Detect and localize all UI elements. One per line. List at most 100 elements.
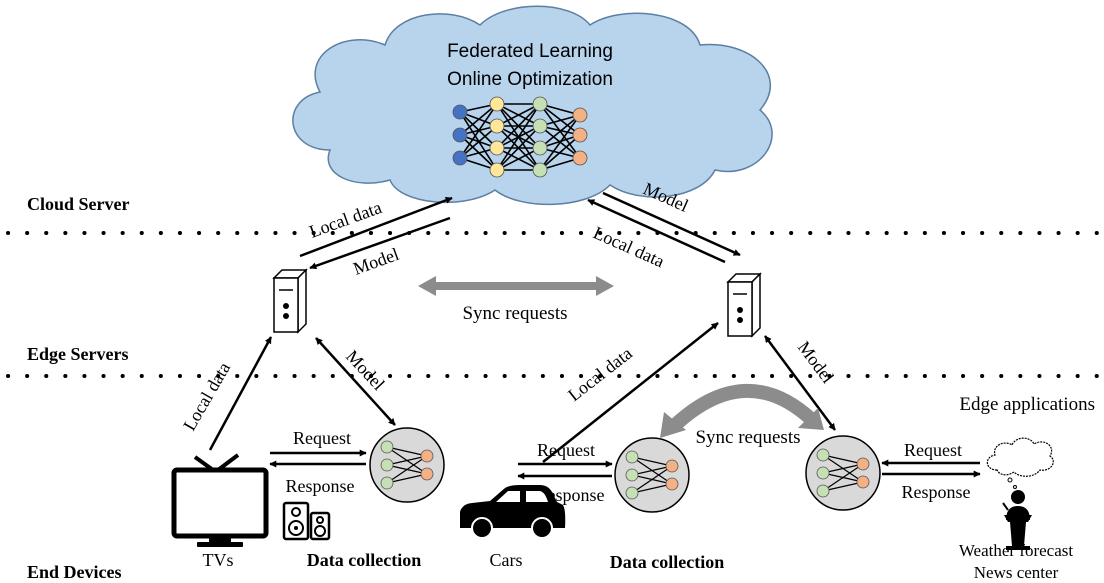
label-model-4: Model	[794, 337, 838, 387]
nn-node	[572, 127, 588, 143]
nn-node	[665, 477, 679, 491]
edge-node-neural-network	[816, 448, 870, 498]
nn-node	[489, 162, 505, 178]
nn-edge	[631, 483, 673, 494]
nn-edge	[386, 455, 428, 466]
cloud-shape	[292, 5, 773, 206]
nn-node	[625, 468, 639, 482]
nn-edge	[496, 103, 541, 149]
nn-node	[452, 104, 468, 120]
nn-edge	[496, 125, 541, 171]
label-data-collection-2: Data collection	[610, 552, 724, 572]
nn-edge	[539, 114, 581, 149]
nn-node	[532, 96, 548, 112]
label-news-center: News center	[974, 563, 1059, 582]
nn-edge	[539, 114, 581, 171]
nn-edge	[496, 147, 541, 171]
edge-node-circle-3	[805, 435, 881, 511]
nn-edge	[631, 465, 673, 476]
nn-node	[625, 450, 639, 464]
label-cars: Cars	[490, 550, 523, 570]
nn-node	[572, 150, 588, 166]
nn-edge	[496, 103, 541, 171]
label-request-3: Request	[904, 440, 962, 460]
label-edge-applications: Edge applications	[959, 394, 1095, 415]
arrow-model-left-down	[309, 216, 451, 270]
nn-node	[532, 140, 548, 156]
speakers-icon	[282, 501, 331, 541]
tier-label-end-devices: End Devices	[27, 562, 122, 582]
nn-edge	[822, 481, 864, 492]
arrow-local-data-left-up	[299, 196, 453, 258]
nn-node	[452, 150, 468, 166]
arrow-model-right-down	[602, 191, 741, 257]
sync-arrow-edge	[418, 276, 614, 296]
nn-node	[380, 476, 394, 490]
arrow-local-data-right-up	[587, 198, 726, 264]
arrow-local-data-middle-up	[542, 322, 719, 463]
nn-edge	[459, 103, 498, 136]
edge-node-neural-network	[380, 440, 434, 490]
nn-node	[452, 127, 468, 143]
nn-edge	[386, 446, 428, 457]
label-data-collection-1: Data collection	[307, 550, 421, 570]
arrow-model-left-node	[315, 337, 396, 426]
arrow-model-right-node	[763, 335, 837, 431]
tv-icon	[171, 453, 269, 547]
nn-node	[625, 486, 639, 500]
nn-edge	[386, 455, 428, 484]
nn-node	[532, 162, 548, 178]
label-model-1: Model	[351, 244, 402, 279]
arrow-local-data-tv-up	[208, 336, 273, 451]
nn-node	[856, 457, 870, 471]
news-presenter-icon	[1002, 490, 1032, 550]
nn-edge	[459, 125, 498, 159]
nn-edge	[631, 465, 673, 494]
nn-node	[532, 118, 548, 134]
speech-cloud-icon	[986, 437, 1054, 489]
nn-node	[489, 140, 505, 156]
label-response-1: Response	[286, 476, 355, 496]
edge-server-left	[272, 268, 308, 334]
nn-edge	[496, 103, 541, 127]
nn-edge	[539, 134, 581, 171]
nn-node	[572, 107, 588, 123]
nn-edge	[822, 454, 864, 465]
label-local-data-1: Local data	[307, 197, 385, 242]
nn-node	[816, 466, 830, 480]
nn-edge	[459, 103, 498, 159]
nn-node	[420, 449, 434, 463]
nn-node	[816, 484, 830, 498]
tier-label-edge-servers: Edge Servers	[27, 344, 128, 364]
nn-edge	[386, 473, 428, 484]
nn-node	[489, 118, 505, 134]
label-request-1: Request	[293, 428, 351, 448]
label-sync-requests-edge: Sync requests	[462, 303, 567, 324]
car-icon	[460, 485, 566, 539]
nn-node	[489, 96, 505, 112]
label-weather-forecast: Weather forecast	[959, 541, 1074, 560]
edge-node-neural-network	[625, 450, 679, 500]
nn-node	[380, 440, 394, 454]
nn-edge	[822, 463, 864, 492]
nn-node	[816, 448, 830, 462]
nn-edge	[631, 456, 673, 467]
tier-label-cloud-server: Cloud Server	[27, 194, 130, 214]
cloud-title-line2: Online Optimization	[447, 69, 613, 90]
nn-node	[380, 458, 394, 472]
edge-server-right	[726, 272, 762, 338]
nn-edge	[539, 103, 581, 136]
nn-edge	[822, 463, 864, 474]
nn-node	[420, 467, 434, 481]
cloud-title-line1: Federated Learning	[447, 41, 613, 62]
nn-node	[665, 459, 679, 473]
edge-node-circle-1	[369, 427, 445, 503]
label-request-2: Request	[537, 440, 595, 460]
cloud-neural-network	[452, 96, 588, 178]
label-response-3: Response	[902, 482, 971, 502]
edge-node-circle-2	[614, 437, 690, 513]
nn-node	[856, 475, 870, 489]
label-sync-requests-devices: Sync requests	[695, 427, 800, 448]
label-model-3: Model	[342, 346, 389, 394]
sync-arrow-curved	[660, 384, 824, 438]
